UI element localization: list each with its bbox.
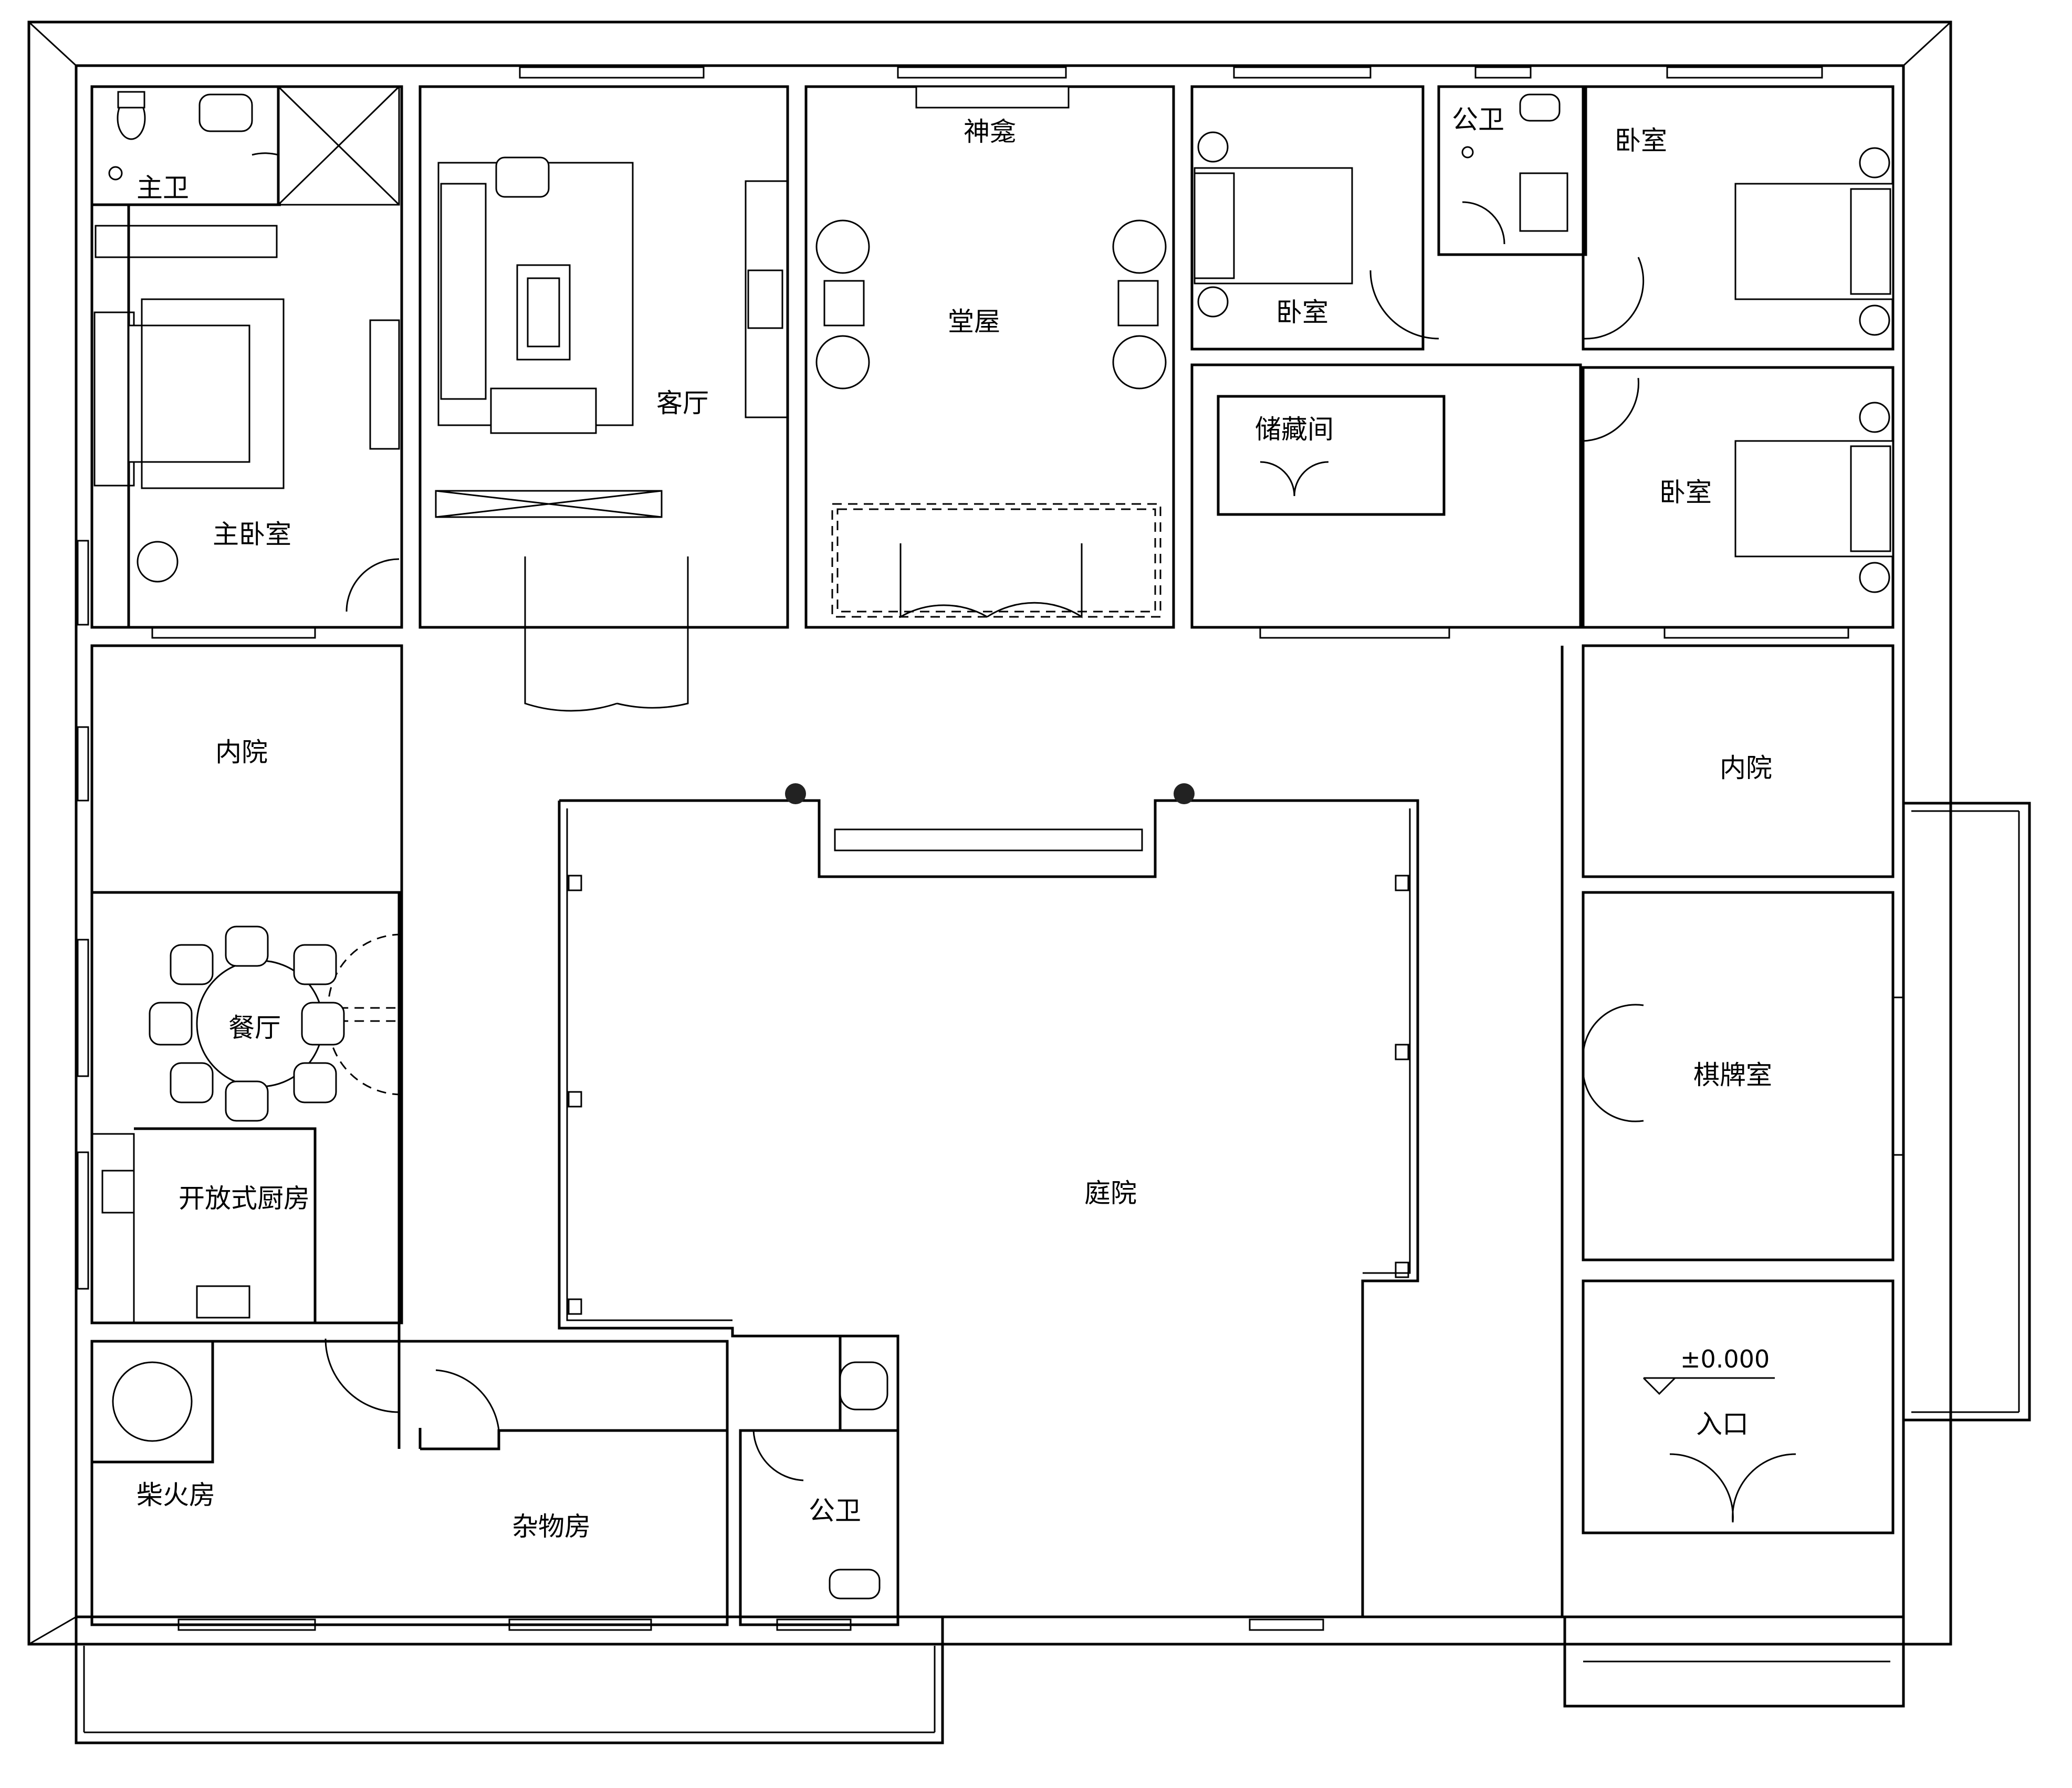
label-bedroom-nr: 卧室 — [1615, 125, 1667, 156]
label-firewood-room: 柴火房 — [137, 1480, 215, 1510]
label-inner-court-w: 内院 — [215, 737, 268, 767]
east-rooms — [1561, 644, 1895, 1617]
windows — [77, 66, 1904, 1631]
label-entrance: 入口 — [1696, 1409, 1749, 1439]
label-elevation: ±0.000 — [1680, 1345, 1770, 1373]
furniture — [91, 86, 1894, 1600]
label-living-room: 客厅 — [656, 388, 709, 418]
east-balcony — [1902, 802, 2031, 1422]
courtyard-walls — [558, 783, 1419, 1618]
label-game-room: 棋牌室 — [1693, 1060, 1772, 1090]
label-shrine: 神龛 — [964, 117, 1016, 147]
elevation-marker — [1642, 1377, 1775, 1395]
label-utility-room: 杂物房 — [512, 1511, 591, 1542]
label-storage: 储藏间 — [1255, 414, 1334, 445]
label-master-bedroom: 主卧室 — [213, 519, 291, 550]
label-bedroom-e: 卧室 — [1659, 477, 1712, 508]
label-main-hall: 堂屋 — [948, 307, 1000, 337]
label-public-bath-n: 公卫 — [1452, 104, 1504, 135]
hall-screen — [831, 503, 1161, 618]
label-kitchen: 开放式厨房 — [179, 1183, 310, 1214]
label-inner-court-e: 内院 — [1720, 753, 1772, 783]
outer-walls — [27, 20, 1952, 1646]
room-labels: 主卫 主卧室 客厅 神龛 堂屋 卧室 公卫 卧室 储藏间 卧室 内院 内院 餐厅… — [137, 104, 1772, 1542]
south-veranda — [75, 1615, 944, 1744]
entrance-annex — [1563, 1615, 1905, 1708]
label-courtyard: 庭院 — [1084, 1178, 1137, 1208]
west-rooms — [90, 644, 729, 1626]
label-master-bath: 主卫 — [137, 173, 189, 203]
label-dining: 餐厅 — [228, 1013, 281, 1043]
label-public-bath-s: 公卫 — [809, 1496, 861, 1526]
label-bedroom-ne: 卧室 — [1276, 297, 1328, 328]
